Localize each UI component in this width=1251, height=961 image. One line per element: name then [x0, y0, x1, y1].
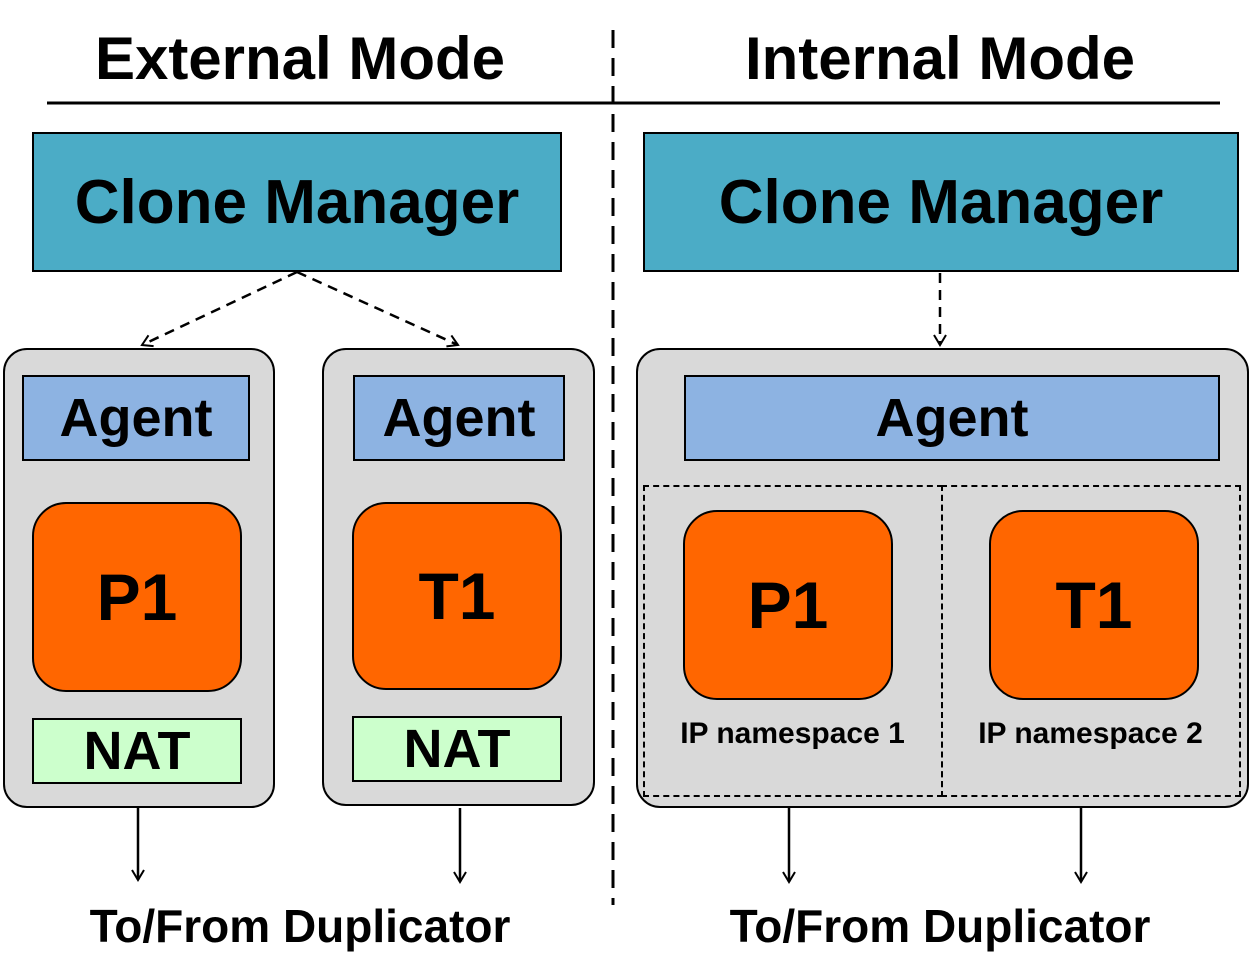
external-arrow-to-p1-host — [140, 270, 298, 348]
internal-process-t1: T1 — [989, 510, 1199, 700]
external-clone-manager: Clone Manager — [32, 132, 562, 272]
ip-namespace-2 — [941, 485, 1241, 797]
internal-agent: Agent — [684, 375, 1220, 461]
external-nat-p1: NAT — [32, 718, 242, 784]
external-nat-t1: NAT — [352, 716, 562, 782]
external-process-p1: P1 — [32, 502, 242, 692]
external-mode-title: External Mode — [94, 24, 506, 92]
internal-mode-title: Internal Mode — [744, 24, 1136, 92]
internal-process-p1: P1 — [683, 510, 893, 700]
ip-namespace-1-label: IP namespace 1 — [680, 717, 905, 750]
external-agent-p1: Agent — [22, 375, 250, 461]
ip-namespace-2-label: IP namespace 2 — [978, 717, 1203, 750]
external-arrow-to-t1-host — [296, 270, 460, 348]
internal-footer: To/From Duplicator — [729, 900, 1151, 952]
internal-clone-manager: Clone Manager — [643, 132, 1239, 272]
external-agent-t1: Agent — [353, 375, 565, 461]
external-footer: To/From Duplicator — [89, 900, 511, 952]
external-process-t1: T1 — [352, 502, 562, 690]
